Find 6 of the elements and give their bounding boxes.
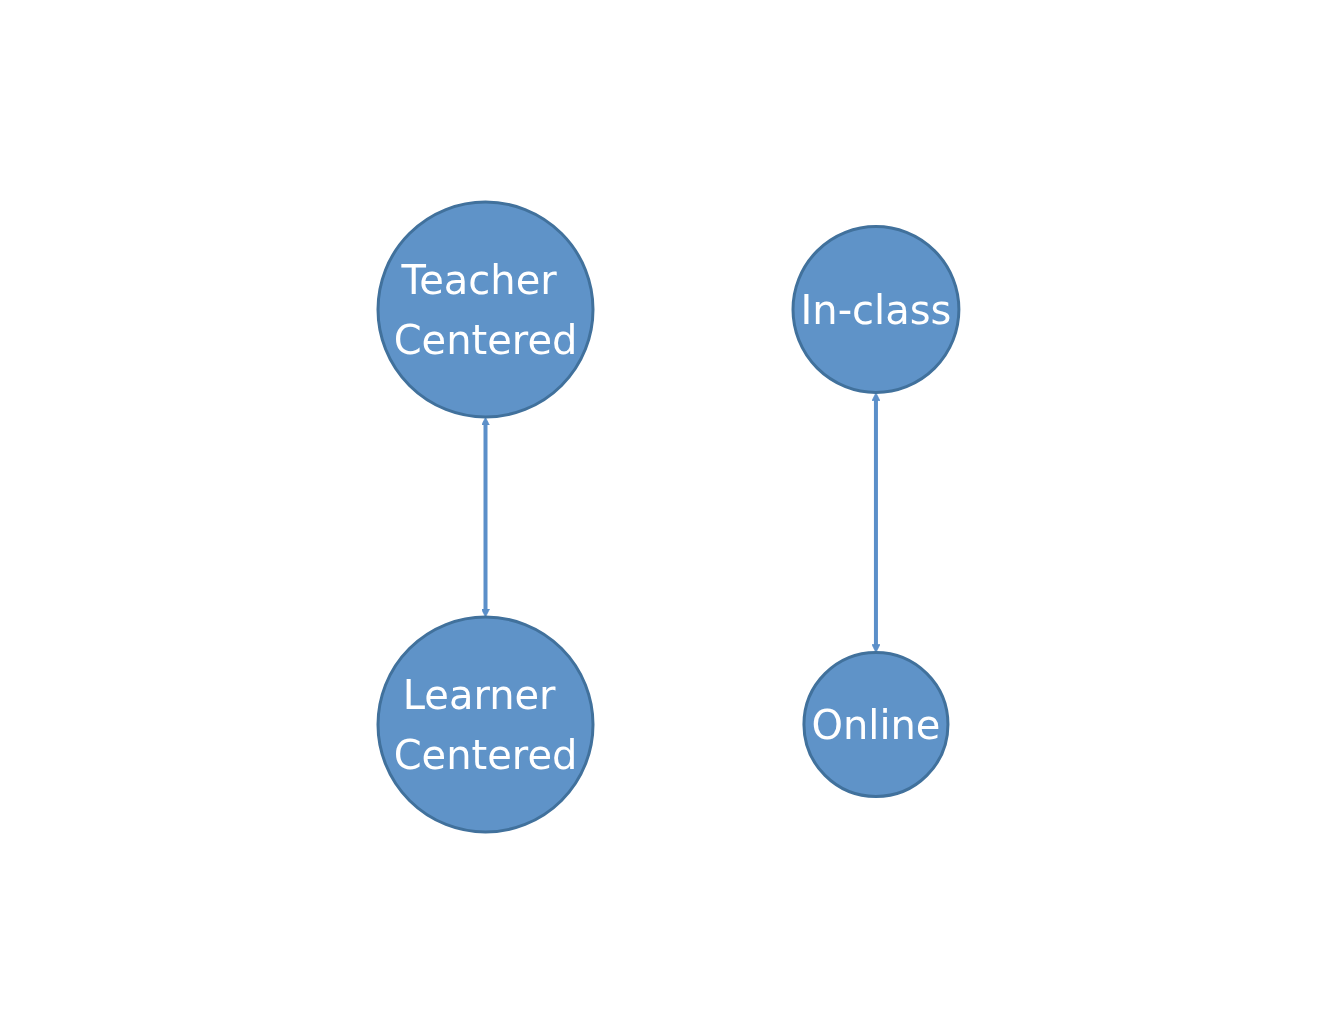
arrow: [871, 392, 881, 653]
arrow: [481, 417, 490, 618]
node-circle: Online: [802, 651, 950, 798]
node-circle: In-class: [791, 225, 961, 394]
node-circle: Teacher Centered: [376, 200, 595, 419]
node-circle: Learner Centered: [376, 615, 595, 834]
